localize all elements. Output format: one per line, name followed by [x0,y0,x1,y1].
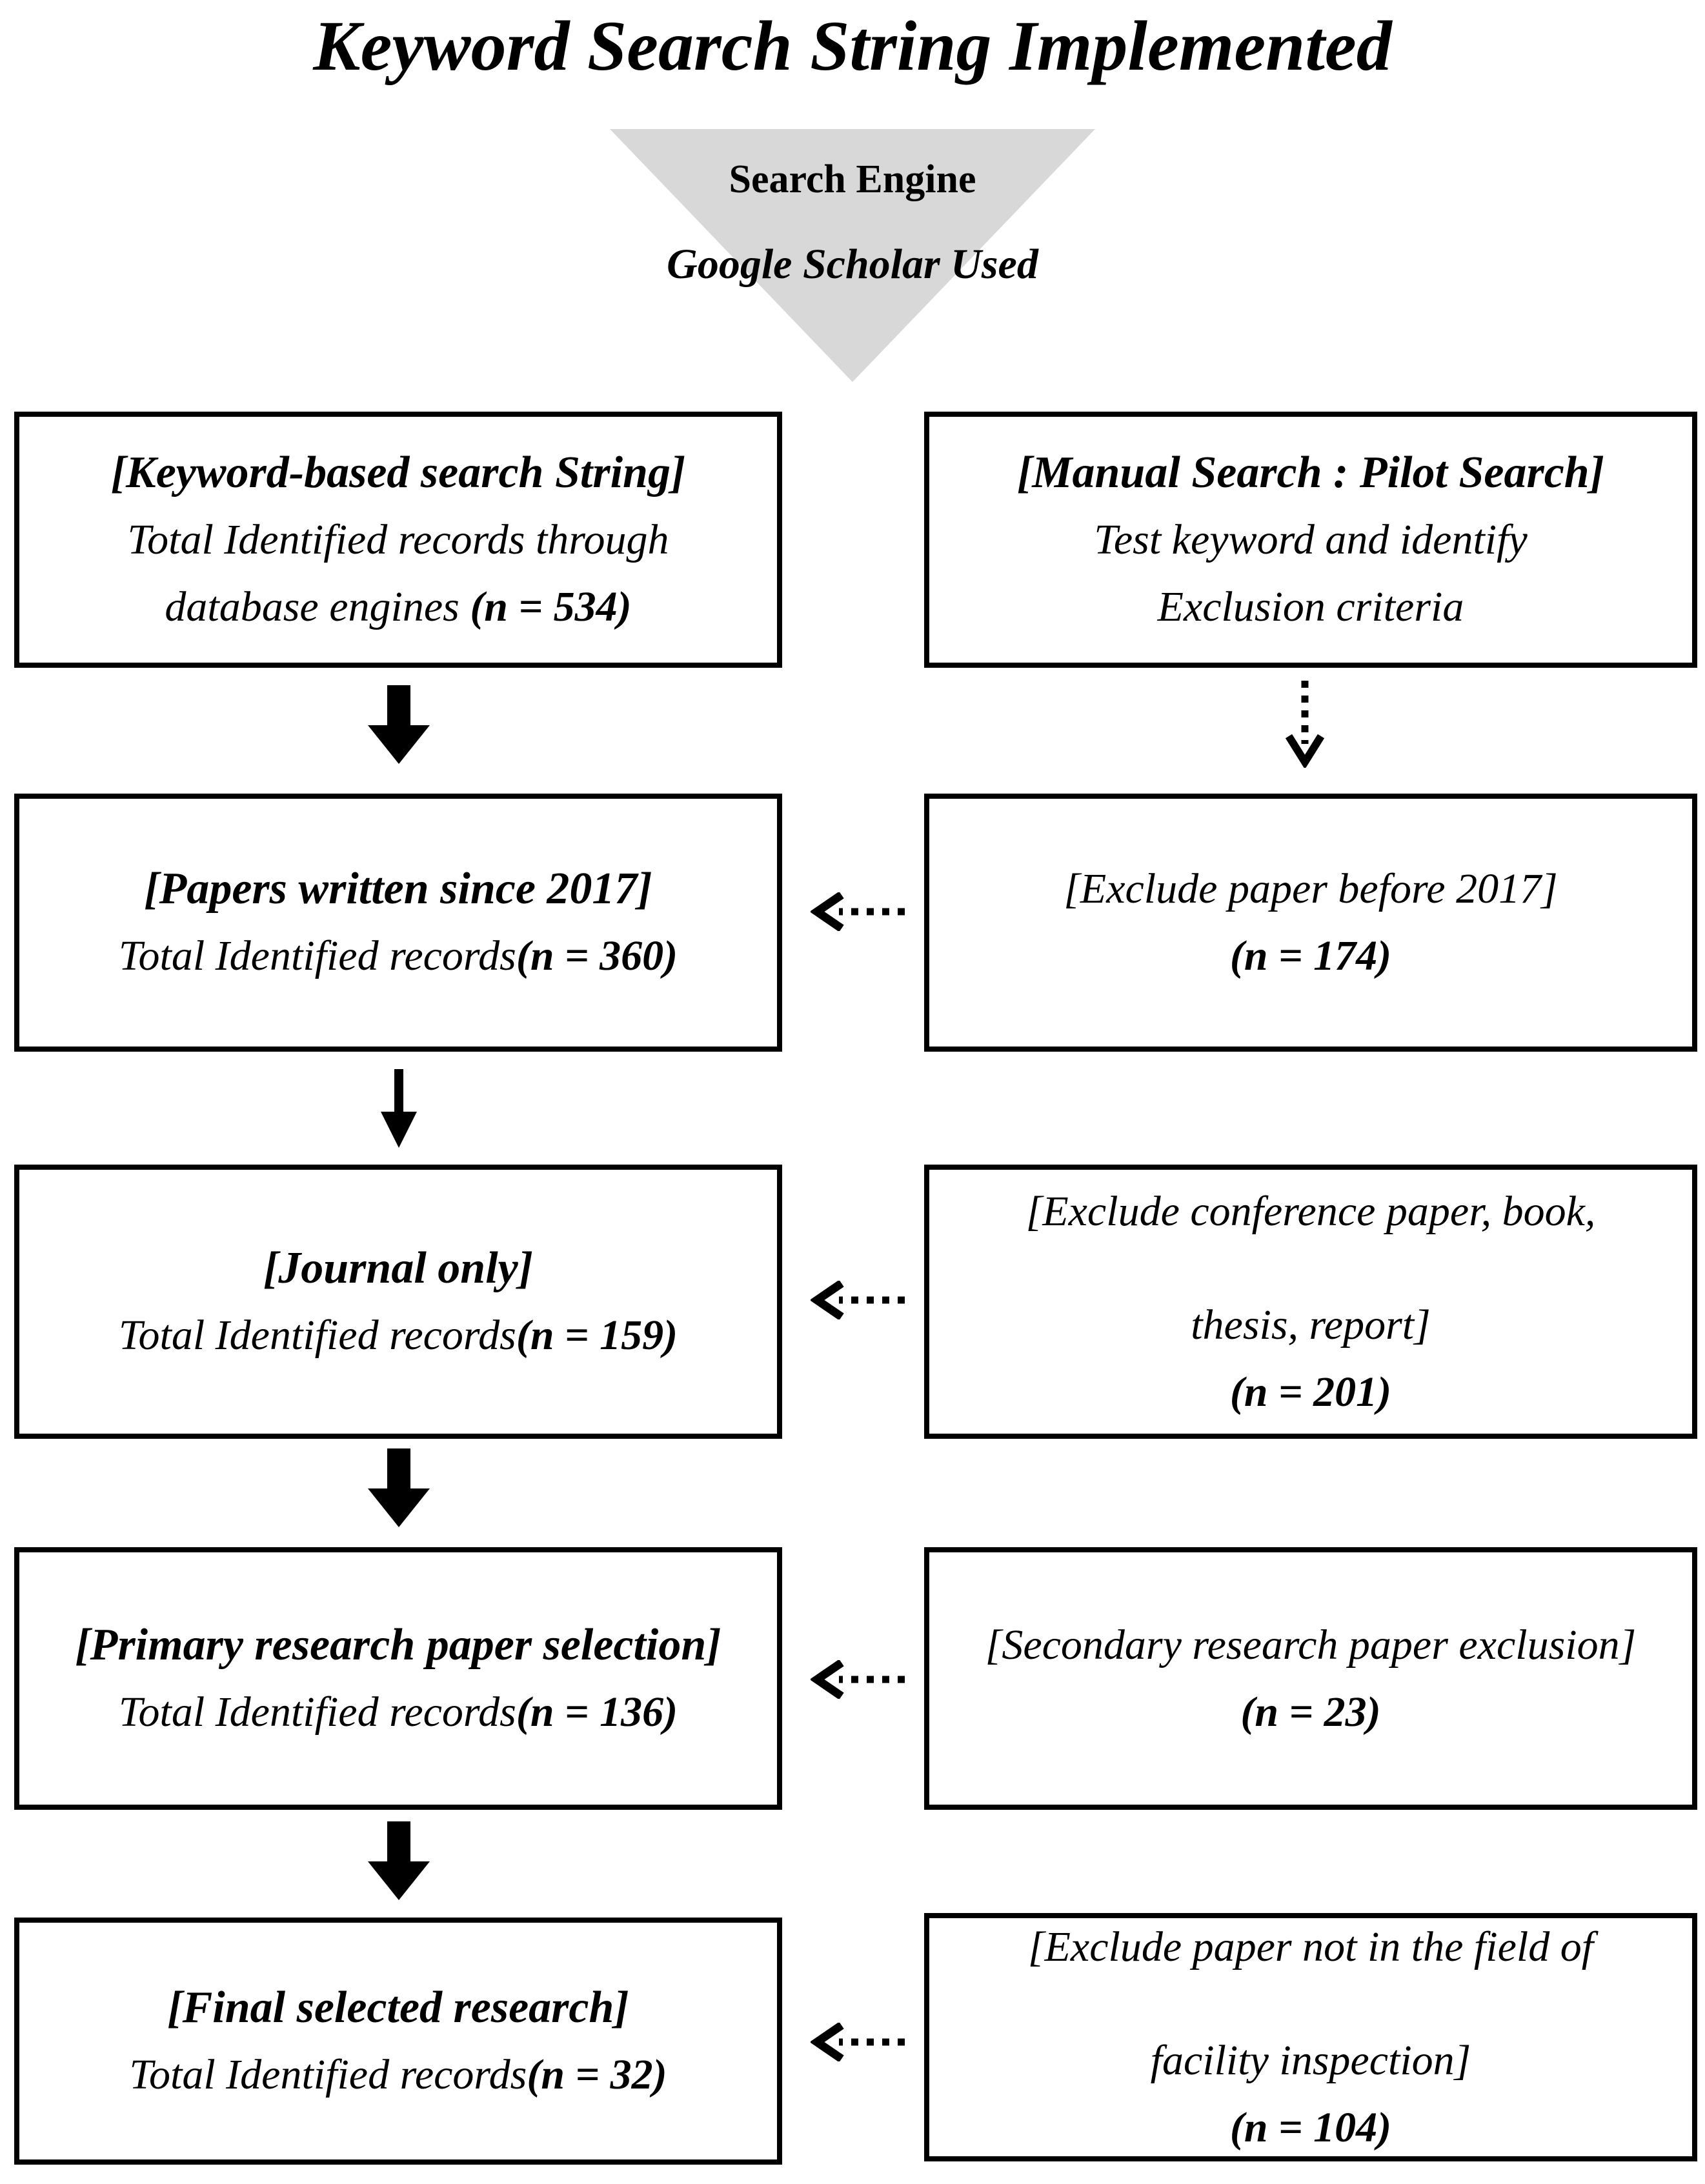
box-final-selected-research: [Final selected research] Total Identifi… [14,1918,782,2165]
box-heading: [Manual Search : Pilot Search] [1016,447,1605,497]
box-body-line: Total Identified records(n = 159) [119,1302,678,1369]
box-body-text: database engines [165,583,470,630]
down-arrow-icon [368,1821,430,1900]
box-heading: [Keyword-based search String] [110,447,686,497]
box-secondary-research-exclusion: [Secondary research paper exclusion] (n … [924,1547,1697,1810]
record-count: (n = 159) [516,1311,678,1359]
box-body-line: Total Identified records through [127,516,669,563]
box-body-line: [Secondary research paper exclusion] [985,1621,1637,1668]
box-body-line: Total Identified records(n = 32) [129,2041,667,2109]
box-exclude-before-2017: [Exclude paper before 2017] (n = 174) [924,794,1697,1052]
box-body-line: Exclusion criteria [1157,583,1464,630]
record-count: (n = 360) [516,932,678,979]
record-count: (n = 136) [516,1688,678,1736]
box-primary-research-selection: [Primary research paper selection] Total… [14,1547,782,1810]
box-heading: [Papers written since 2017] [144,864,652,914]
box-body-line: Total Identified records(n = 136) [119,1679,678,1746]
box-manual-pilot-search: [Manual Search : Pilot Search] Test keyw… [924,412,1697,668]
record-count: (n = 201) [1229,1368,1392,1416]
funnel-label: Search Engine [729,157,976,201]
box-body-text: Total Identified records [118,1688,516,1736]
page-title: Keyword Search String Implemented [313,6,1392,85]
down-arrow-icon [381,1069,417,1148]
dotted-left-arrow-icon [811,1660,905,1699]
triangle-shape [610,129,1095,382]
box-exclude-conference-book-thesis-report: [Exclude conference paper, book, thesis,… [924,1165,1697,1439]
funnel-sublabel: Google Scholar Used [667,241,1038,288]
box-body-line: [Exclude paper not in the field of [1027,1923,1594,1970]
box-exclude-not-facility-inspection: [Exclude paper not in the field of facil… [924,1913,1697,2161]
dotted-left-arrow-icon [811,1281,905,1319]
box-papers-since-2017: [Papers written since 2017] Total Identi… [14,794,782,1052]
record-count: (n = 23) [1240,1688,1381,1736]
box-body-line: facility inspection] [1150,2036,1471,2084]
record-count: (n = 174) [1229,932,1392,979]
box-body-line: [Exclude paper before 2017] [1064,865,1558,912]
funnel-triangle [610,129,1095,382]
dotted-down-arrow-icon [1286,681,1324,768]
record-count: (n = 534) [470,583,632,630]
box-heading: [Final selected research] [167,1982,629,2032]
box-body-text: Total Identified records [118,1311,516,1359]
box-body-line: Test keyword and identify [1094,516,1528,563]
box-body-line: thesis, report] [1191,1301,1431,1348]
box-body-text: Total Identified records [129,2050,527,2098]
box-keyword-based-search-string: [Keyword-based search String] Total Iden… [14,412,782,668]
record-count: (n = 32) [527,2050,667,2098]
box-heading: [Primary research paper selection] [75,1619,721,1670]
dotted-left-arrow-icon [811,892,905,931]
box-journal-only: [Journal only] Total Identified records(… [14,1165,782,1439]
box-body-text: Total Identified records [118,932,516,979]
down-arrow-icon [368,1448,430,1527]
dotted-left-arrow-icon [811,2023,905,2061]
down-arrow-icon [368,685,430,764]
box-heading: [Journal only] [263,1243,534,1293]
box-body-line: [Exclude conference paper, book, [1025,1187,1596,1235]
box-body-line: Total Identified records(n = 360) [119,923,678,990]
record-count: (n = 104) [1229,2103,1392,2151]
box-body-line: database engines (n = 534) [165,574,631,641]
